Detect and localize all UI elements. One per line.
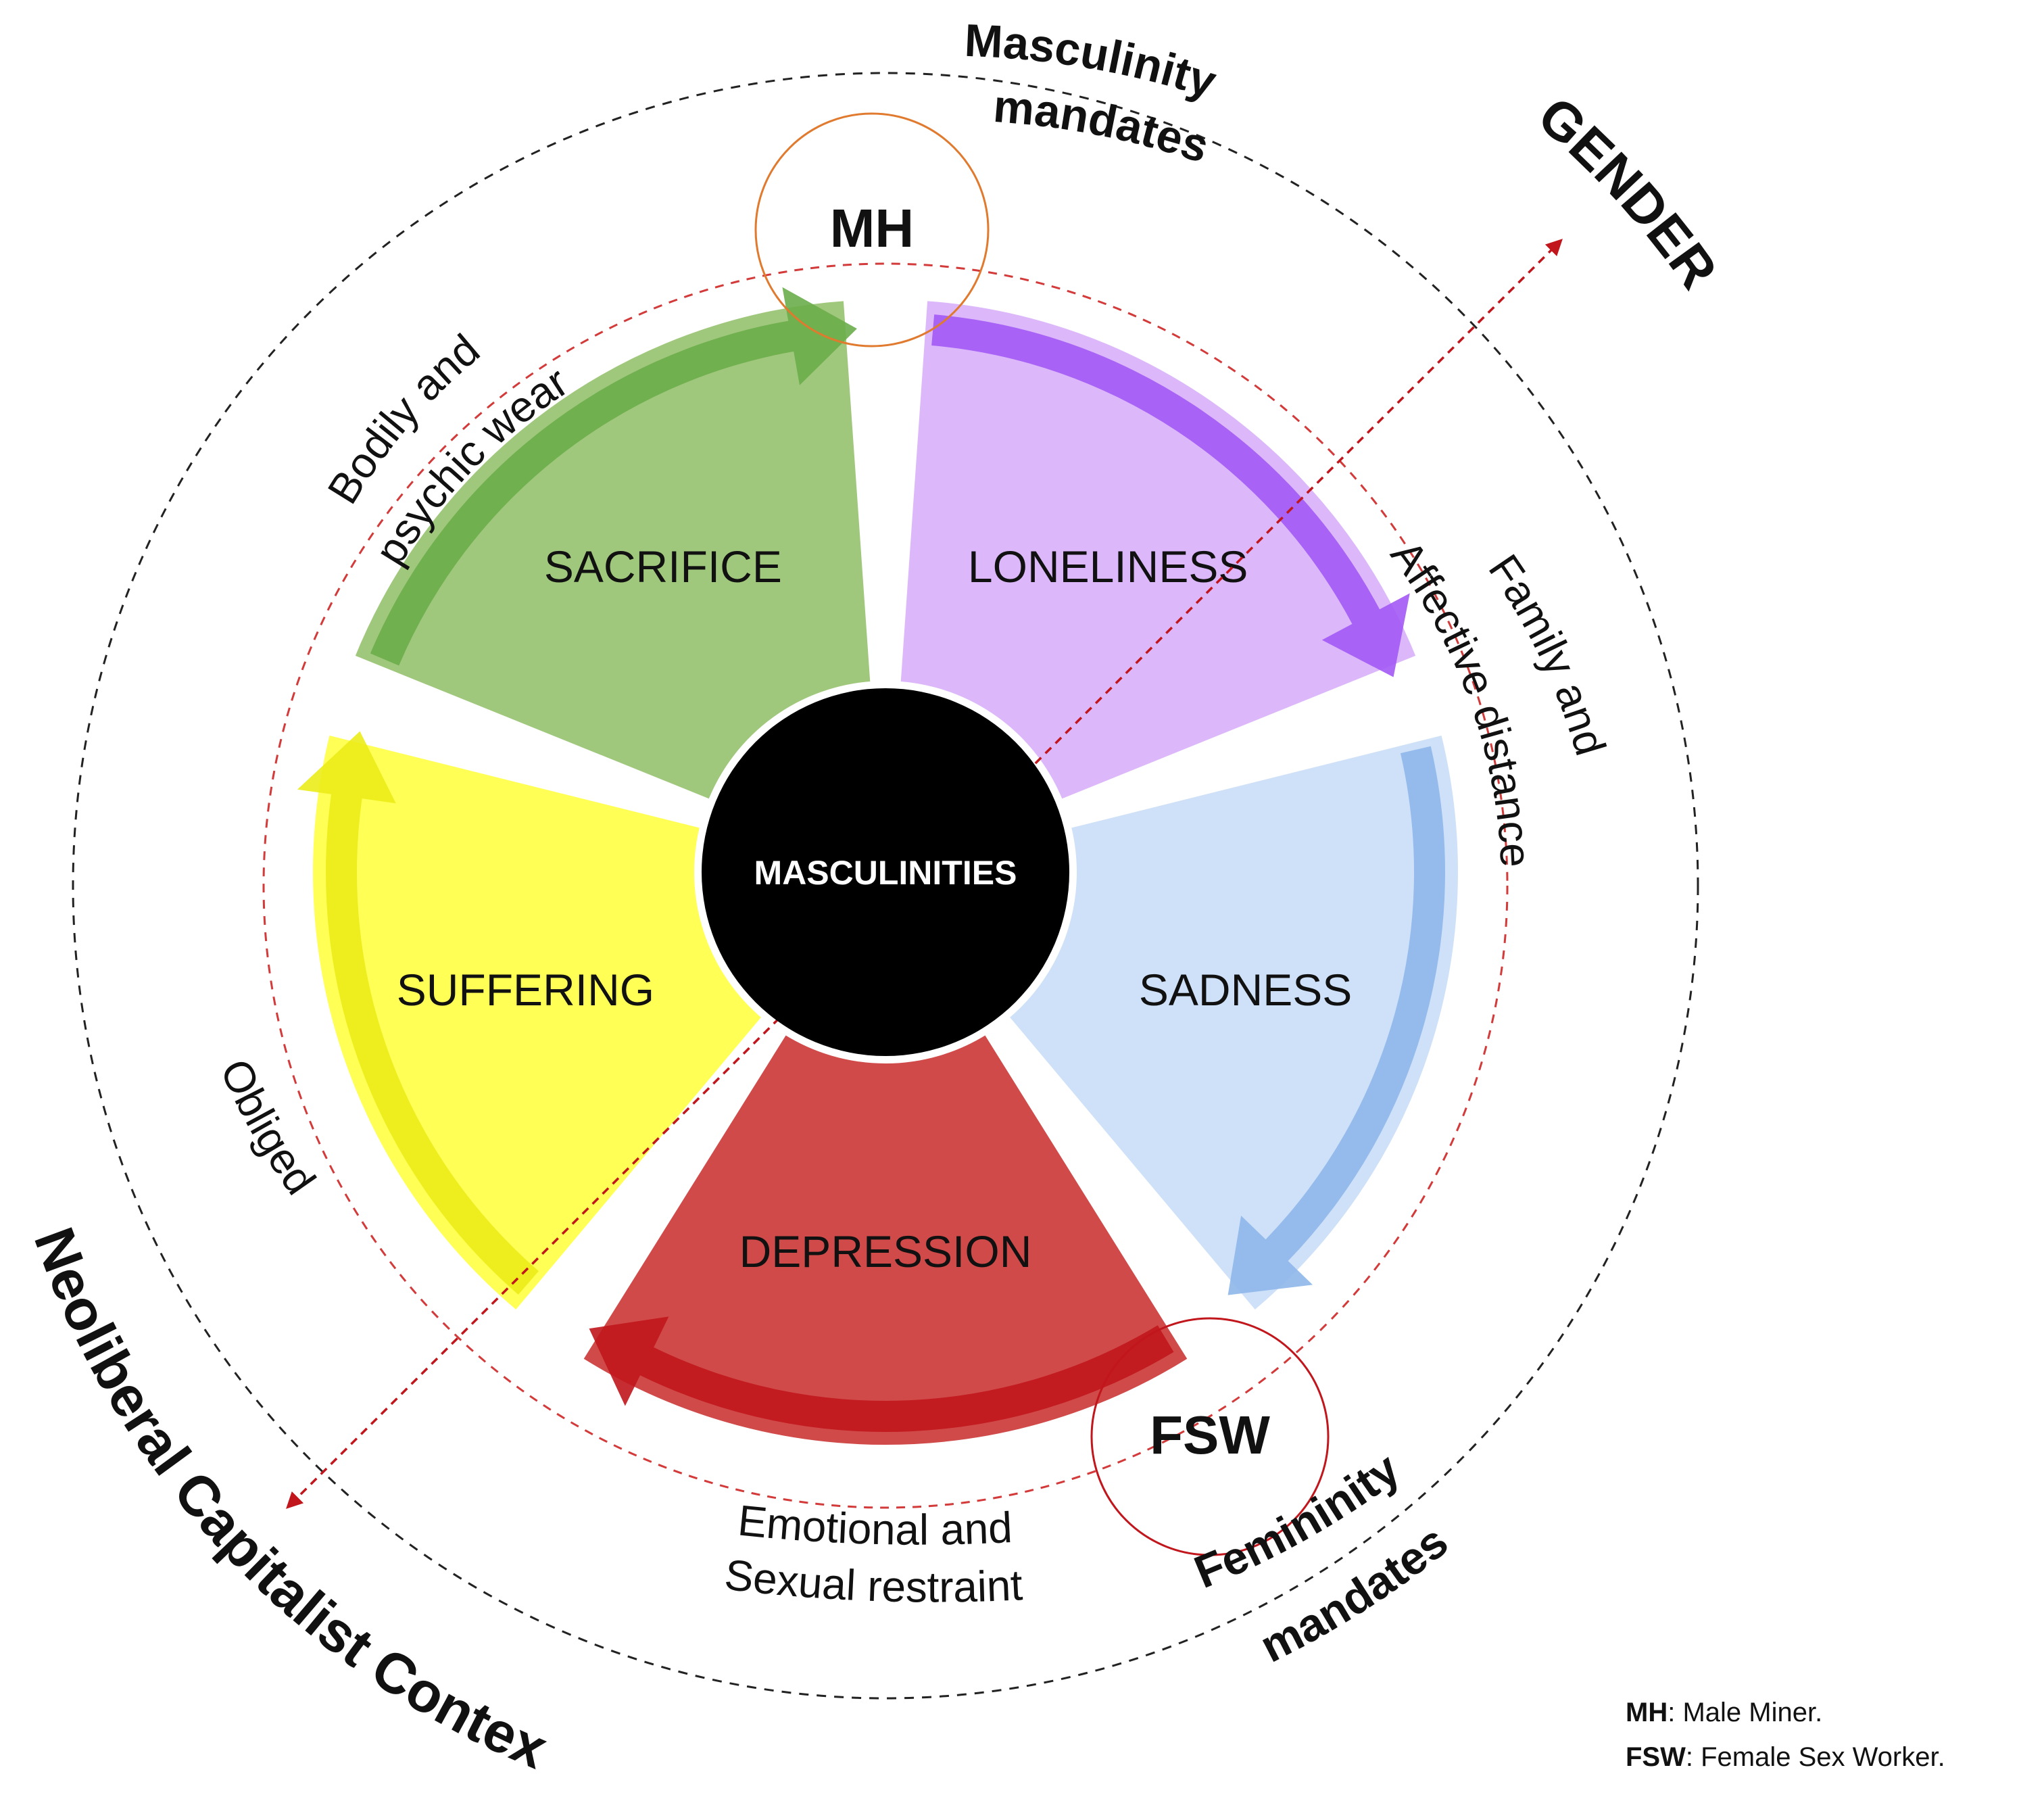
fsw-node-label: FSW bbox=[1150, 1405, 1270, 1465]
center-circle bbox=[702, 688, 1069, 1056]
legend-item-fsw: FSW: Female Sex Worker. bbox=[1626, 1742, 1945, 1772]
mh-node-label: MH bbox=[830, 198, 914, 258]
segment-label-depression: DEPRESSION bbox=[739, 1226, 1032, 1276]
segment-label-suffering: SUFFERING bbox=[397, 965, 654, 1015]
legend-item-mh: MH: Male Miner. bbox=[1626, 1698, 1823, 1727]
segment-label-sadness: SADNESS bbox=[1139, 965, 1352, 1015]
context-label: Neoliberal Capitalist Contex bbox=[22, 1220, 557, 1781]
emotional-label-line1: Emotional and bbox=[736, 1495, 1014, 1554]
emotional-label-line2: Sexual restraint bbox=[722, 1550, 1023, 1611]
outer-dashed-circle bbox=[72, 72, 1699, 1700]
fsw-node-circle bbox=[1090, 1317, 1330, 1556]
segment-label-sacrifice: SACRIFICE bbox=[544, 542, 782, 592]
gender-label: GENDER bbox=[1527, 85, 1729, 300]
mh-node-circle bbox=[754, 112, 990, 348]
obliged-label: Obliged bbox=[211, 1052, 325, 1203]
center-label: MASCULINITIES bbox=[754, 854, 1017, 892]
segment-label-loneliness: LONELINESS bbox=[968, 542, 1248, 592]
legend: MH: Male Miner. FSW: Female Sex Worker. bbox=[1626, 1690, 1945, 1779]
